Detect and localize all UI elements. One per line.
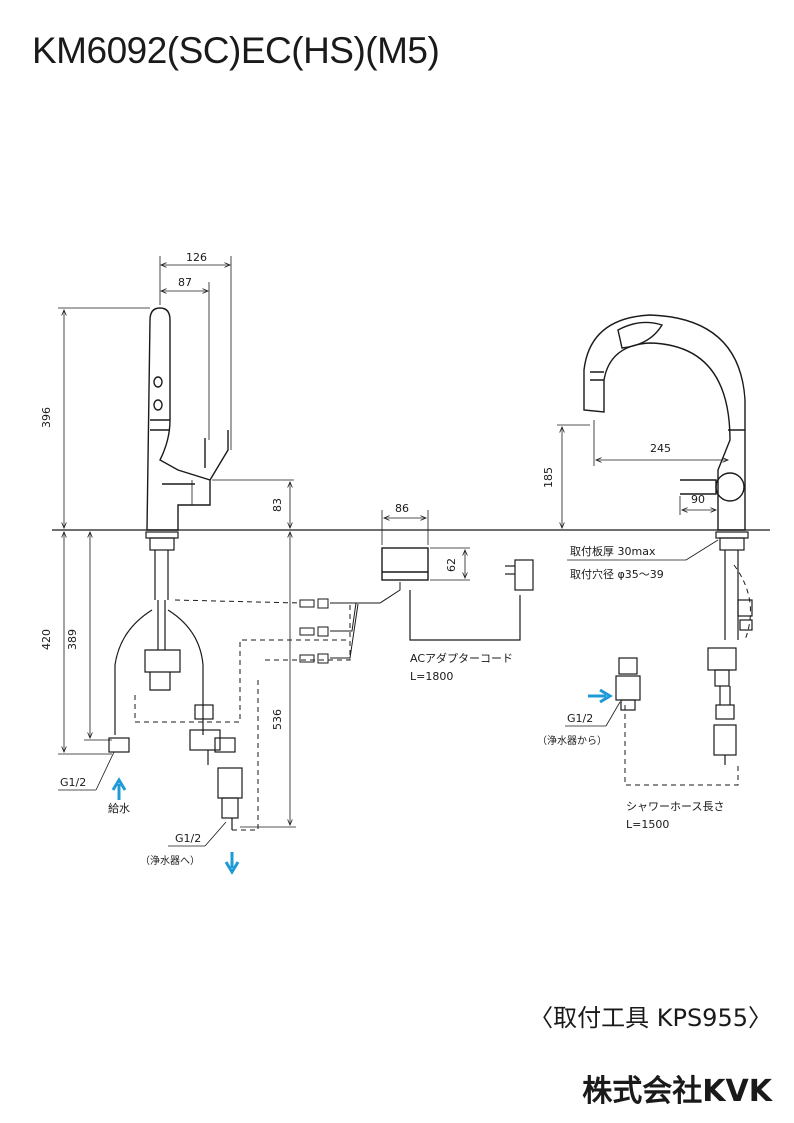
dim-420-389-536-lines [58, 532, 296, 828]
to-purifier-arrow [224, 852, 240, 875]
g12-supply-label: G1/2 [60, 776, 86, 789]
ac-cord-length: L=1800 [410, 670, 453, 683]
dim-185: 185 [542, 467, 555, 488]
sensor-cables [299, 582, 401, 664]
supply-arrow [111, 777, 127, 800]
page-title: KM6092(SC)EC(HS)(M5) [32, 30, 440, 71]
dim-389: 389 [66, 629, 79, 650]
dim-90: 90 [691, 493, 705, 506]
supply-label: 給水 [108, 801, 130, 815]
under-counter-piping-left [108, 531, 243, 830]
dim-126: 126 [186, 251, 207, 264]
g12-from-purifier-label: G1/2 [567, 712, 593, 725]
dim-396: 396 [40, 407, 53, 428]
dim-83: 83 [271, 498, 284, 512]
dim-396-lines [58, 307, 150, 528]
ac-adapter [409, 559, 534, 641]
dim-420: 420 [40, 629, 53, 650]
dashed-hose-right [624, 564, 751, 786]
sensor-box [381, 547, 429, 581]
company-logo: 株式会社KVK [582, 1074, 772, 1109]
shower-hose-label: シャワーホース長さ [626, 800, 724, 813]
dim-536: 536 [271, 709, 284, 730]
shower-hose-length: L=1500 [626, 818, 669, 831]
g12-to-purifier-label: G1/2 [175, 832, 201, 845]
hole-diameter-label: 取付穴径 φ35～39 [570, 567, 664, 581]
ac-cord-label: ACアダプターコード [410, 651, 513, 665]
dim-245: 245 [650, 442, 671, 455]
dim-126-87 [159, 256, 232, 450]
dim-185-245-90-lines [557, 420, 728, 528]
plate-thickness-label: 取付板厚 30max [570, 544, 656, 558]
from-purifier-label: （浄水器から） [537, 734, 607, 747]
dim-87: 87 [178, 276, 192, 289]
faucet-side-view [146, 307, 229, 531]
from-purifier-arrow [588, 688, 613, 704]
dim-86: 86 [395, 502, 409, 515]
under-counter-piping-right [707, 531, 753, 765]
faucet-front-view [583, 314, 746, 531]
to-purifier-label: （浄水器へ） [140, 854, 200, 867]
mounting-tool-note: 〈取付工具 KPS955〉 [529, 1004, 772, 1032]
dim-62: 62 [445, 558, 458, 572]
dim-83-lines [212, 479, 294, 528]
purifier-connector [615, 657, 641, 711]
dim-86-62-lines [381, 510, 470, 581]
